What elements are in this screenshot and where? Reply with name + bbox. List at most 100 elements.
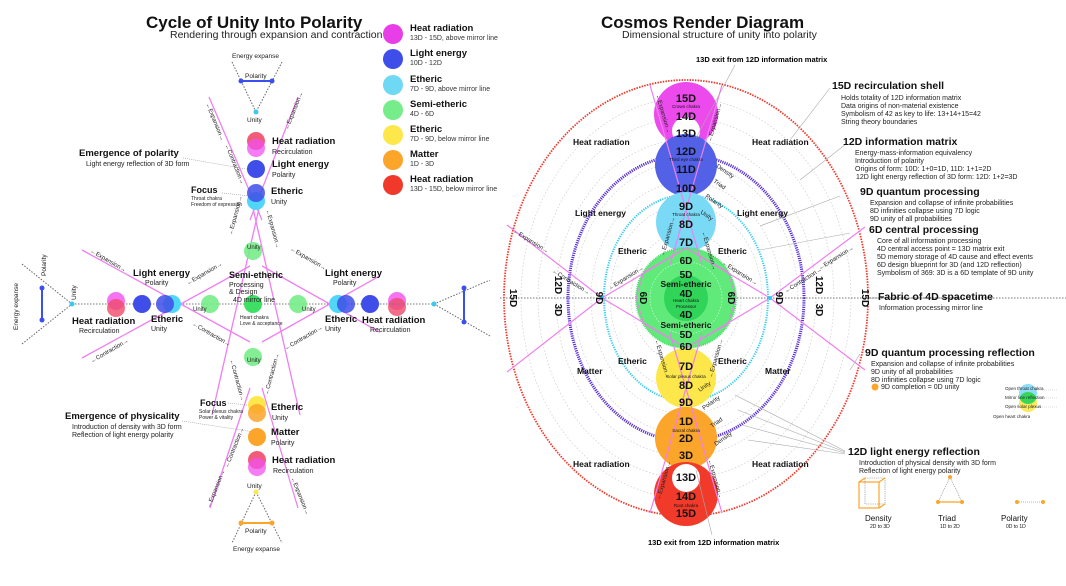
- chakra-label: Crown chakra: [672, 104, 700, 109]
- dimension-label: 6D: [637, 292, 648, 305]
- heat-radiation-sub: Recirculation: [79, 328, 120, 335]
- expansion-line: [261, 387, 299, 509]
- contraction-label: ←Contraction→: [284, 325, 324, 352]
- dimension-label: 8D: [679, 380, 693, 392]
- focus-title: Focus: [191, 185, 218, 195]
- polarity-label: Polarity: [245, 528, 267, 535]
- shape-name: Triad: [938, 514, 956, 523]
- etheric-sub: Unity: [151, 326, 167, 333]
- legend-range: 7D - 9D, above mirror line: [410, 86, 491, 93]
- dimension-label: 4D: [680, 310, 693, 321]
- unity-label: Unity: [247, 245, 261, 251]
- energy-line: [255, 491, 283, 544]
- heat-radiation-circle: [247, 139, 265, 157]
- semi-etheric-label: Semi-etheric: [660, 320, 711, 330]
- leader-line: [181, 420, 255, 433]
- expansion-line: [669, 332, 723, 514]
- focus-line: Solar plexus chakra: [199, 409, 243, 415]
- ring-label-matter: Matter: [577, 366, 603, 376]
- etheric-circle: [156, 295, 174, 313]
- polarity-dot: [461, 319, 467, 325]
- note-line: 4D central access point = 13D matrix exi…: [877, 246, 1005, 253]
- energy-line: [433, 303, 491, 337]
- leader-line: [737, 409, 846, 453]
- light-energy-circle: [247, 160, 265, 178]
- unity-label: Unity: [193, 307, 207, 313]
- dimension-label: 15D: [676, 508, 696, 520]
- stack-label: Matter: [271, 427, 300, 438]
- note-line: Introduction of polarity: [855, 158, 924, 165]
- expansion-line: [769, 297, 866, 371]
- legend-name: Matter: [410, 149, 439, 160]
- axis-label-3d: 3D: [552, 304, 563, 317]
- venn-label: Open solar plexus: [1005, 404, 1042, 409]
- dimension-label: 1D: [679, 416, 693, 428]
- shape-name: Density: [865, 514, 892, 523]
- emergence-polarity-title: Emergence of polarity: [79, 148, 179, 159]
- expansion-label: ←Expansion→: [89, 249, 127, 274]
- stack-sub: Recirculation: [273, 468, 314, 475]
- note-9d-title: 9D quantum processing: [860, 186, 980, 198]
- leader-line: [747, 439, 846, 455]
- contraction-line: [249, 194, 301, 416]
- processor-label: Processor: [676, 304, 697, 309]
- note-line: Origins of form: 10D: 1+0=1D, 11D: 1+1=2…: [855, 166, 992, 173]
- triad-edge: [949, 476, 963, 503]
- emergence-polarity-line: Light energy reflection of 3D form: [86, 161, 190, 168]
- leader-line: [695, 469, 713, 536]
- expansion-line: [649, 332, 703, 514]
- energy-line: [255, 61, 283, 113]
- axis-label-12d: 12D: [813, 276, 824, 294]
- legend-range: 13D - 15D, below mirror line: [410, 186, 498, 193]
- triad-dot: [960, 500, 964, 504]
- heat-radiation-label: Heat radiation: [72, 316, 136, 327]
- expansion-line: [649, 84, 703, 266]
- stack-sub: Unity: [272, 415, 288, 422]
- etheric-circle: [247, 184, 265, 202]
- dimension-label: 13D: [676, 128, 696, 140]
- legend-range: 4D - 6D: [410, 111, 435, 118]
- heart-chakra-label: Heart chakra: [240, 315, 269, 321]
- venn-label: Open throat chakra: [1005, 386, 1044, 391]
- cosmos-diagram: 15D Crown chakra 14D 13D 12D Third eye c…: [500, 55, 1066, 547]
- dimension-label: 4D: [680, 289, 693, 300]
- ring-label-heat: Heat radiation: [752, 137, 809, 147]
- stack-sub: Recirculation: [272, 149, 313, 156]
- note-line: 12D light energy reflection of 3D form: …: [856, 174, 1018, 181]
- shape-name: Polarity: [1001, 514, 1028, 523]
- note-9d-reflection-title: 9D quantum processing reflection: [865, 347, 1035, 359]
- unity-label: Unity: [247, 483, 263, 490]
- left-title: Cycle of Unity Into Polarity: [146, 13, 363, 32]
- leader-line: [849, 353, 861, 371]
- expansion-line: [209, 387, 251, 509]
- unity-dot: [600, 296, 604, 300]
- polarity-dot: [269, 78, 275, 84]
- legend-swatch: [383, 49, 403, 69]
- dimension-label: 13D: [676, 472, 696, 484]
- shape-range: 2D to 3D: [870, 524, 890, 530]
- stack-sub: Unity: [271, 199, 287, 206]
- focus-line: Freedom of expression: [191, 202, 243, 208]
- stack-sub: Polarity: [271, 440, 295, 447]
- root-chakra-circle: [654, 462, 718, 526]
- legend-range: 7D - 9D, below mirror line: [410, 136, 490, 143]
- dimension-label: 7D: [679, 237, 693, 249]
- leader-line: [1011, 402, 1021, 413]
- energy-expanse-label: Energy expanse: [233, 546, 280, 553]
- etheric-label: Etheric: [151, 314, 184, 325]
- legend-range: 10D - 12D: [410, 60, 442, 67]
- heat-radiation-circle: [388, 298, 406, 316]
- legend-swatch: [383, 150, 403, 170]
- stack-label: Etheric: [271, 402, 304, 413]
- etheric-circle: [248, 404, 266, 422]
- legend-swatch: [383, 125, 403, 145]
- expansion-line: [506, 224, 603, 299]
- legend-range: 1D - 3D: [410, 161, 435, 168]
- focus-title: Focus: [200, 398, 227, 408]
- ring-label-heat: Heat radiation: [752, 459, 809, 469]
- right-subtitle: Dimensional structure of unity into pola…: [622, 29, 817, 41]
- stack-label: Light energy: [272, 159, 330, 170]
- leader-line: [759, 232, 851, 251]
- throat-chakra-circle: [656, 192, 716, 252]
- third-eye-chakra-circle: [655, 134, 717, 196]
